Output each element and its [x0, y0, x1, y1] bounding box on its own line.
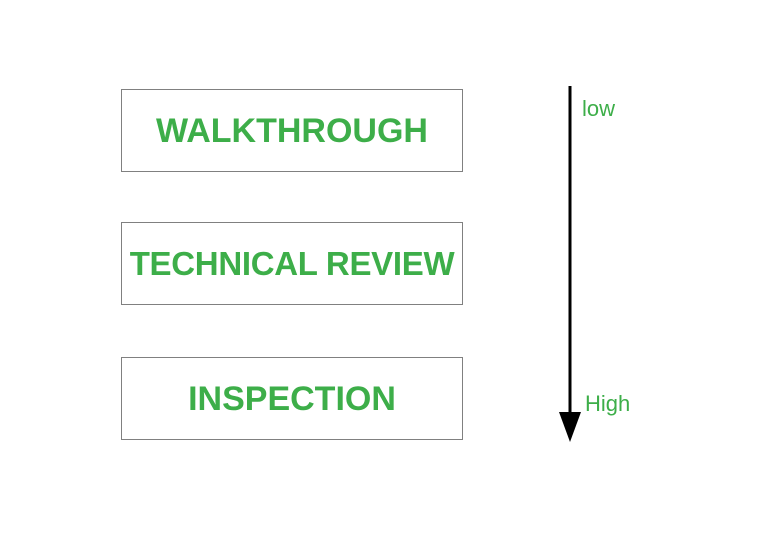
process-box-label: WALKTHROUGH — [156, 111, 428, 150]
process-box-technical-review: TECHNICAL REVIEW — [121, 222, 463, 305]
axis-label-high: High — [585, 391, 631, 416]
process-box-walkthrough: WALKTHROUGH — [121, 89, 463, 172]
down-arrow-icon — [552, 80, 592, 450]
process-box-inspection: INSPECTION — [121, 357, 463, 440]
process-box-label: TECHNICAL REVIEW — [129, 245, 455, 282]
axis-label-low: low — [582, 96, 616, 121]
process-box-label: INSPECTION — [188, 379, 396, 418]
